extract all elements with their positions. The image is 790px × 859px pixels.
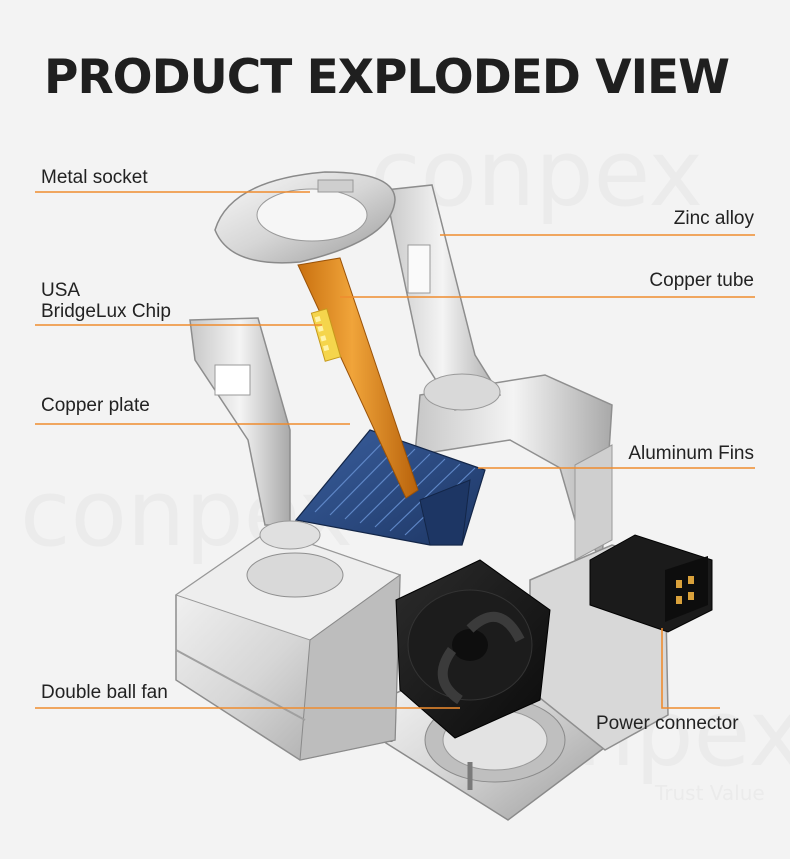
label-power-connector: Power connector	[596, 713, 739, 734]
watermark-tagline: Trust Value	[654, 781, 765, 805]
leader-lines	[35, 191, 755, 709]
label-usa-bridgelux-chip: USA BridgeLux Chip	[41, 280, 171, 322]
label-copper-tube: Copper tube	[649, 270, 754, 291]
page-title: PRODUCT EXPLODED VIEW	[44, 50, 730, 105]
label-usa-line2: BridgeLux Chip	[41, 301, 171, 322]
blue-heatsink	[294, 429, 486, 546]
label-zinc-alloy: Zinc alloy	[673, 208, 754, 229]
metal-socket-part	[214, 171, 396, 264]
copper-plate-part	[189, 317, 321, 550]
label-metal-socket: Metal socket	[41, 167, 148, 188]
label-aluminum-fins: Aluminum Fins	[628, 443, 754, 464]
fan-part	[395, 559, 551, 739]
label-usa-line1: USA	[41, 280, 81, 301]
copper-tube-part	[297, 257, 419, 499]
label-double-ball-fan: Double ball fan	[41, 682, 168, 703]
leader-power-connector	[661, 628, 720, 709]
label-copper-plate: Copper plate	[41, 395, 150, 416]
housing-block	[174, 529, 402, 761]
power-connector-part	[589, 534, 713, 633]
